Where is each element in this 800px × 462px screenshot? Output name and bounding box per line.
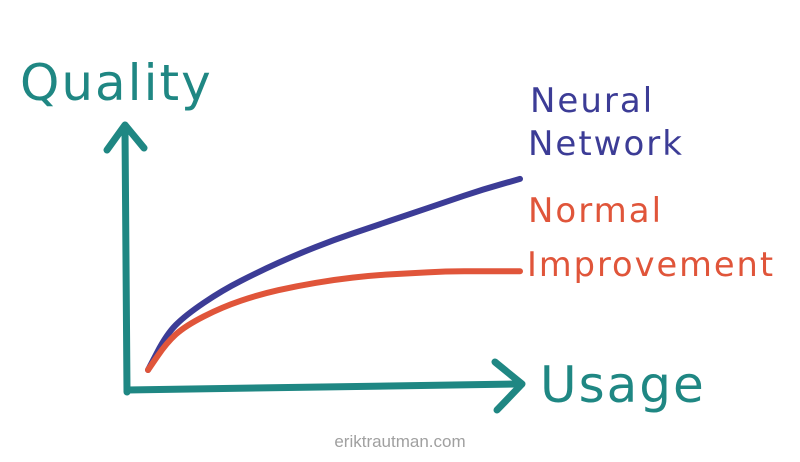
series-label-line: Network — [528, 124, 684, 164]
series-label-neural-network: Neural Network — [528, 81, 684, 164]
y-axis-arrowhead — [103, 121, 148, 154]
x-axis-arrowhead — [491, 358, 526, 414]
y-axis-line — [121, 126, 131, 396]
series-label-normal-improvement: Normal Improvement — [527, 191, 775, 285]
axes — [103, 121, 526, 414]
site-credit: eriktrautman.com — [334, 432, 465, 451]
x-axis-label: Usage — [540, 356, 706, 414]
series-label-line: Neural — [530, 81, 654, 121]
series-lines — [145, 175, 523, 373]
x-axis-line — [123, 380, 522, 394]
series-line-neural-network — [145, 175, 523, 373]
y-axis-label: Quality — [20, 54, 213, 112]
series-line-normal-improvement — [145, 268, 523, 373]
series-label-line: Improvement — [527, 245, 775, 285]
series-label-line: Normal — [528, 191, 663, 231]
